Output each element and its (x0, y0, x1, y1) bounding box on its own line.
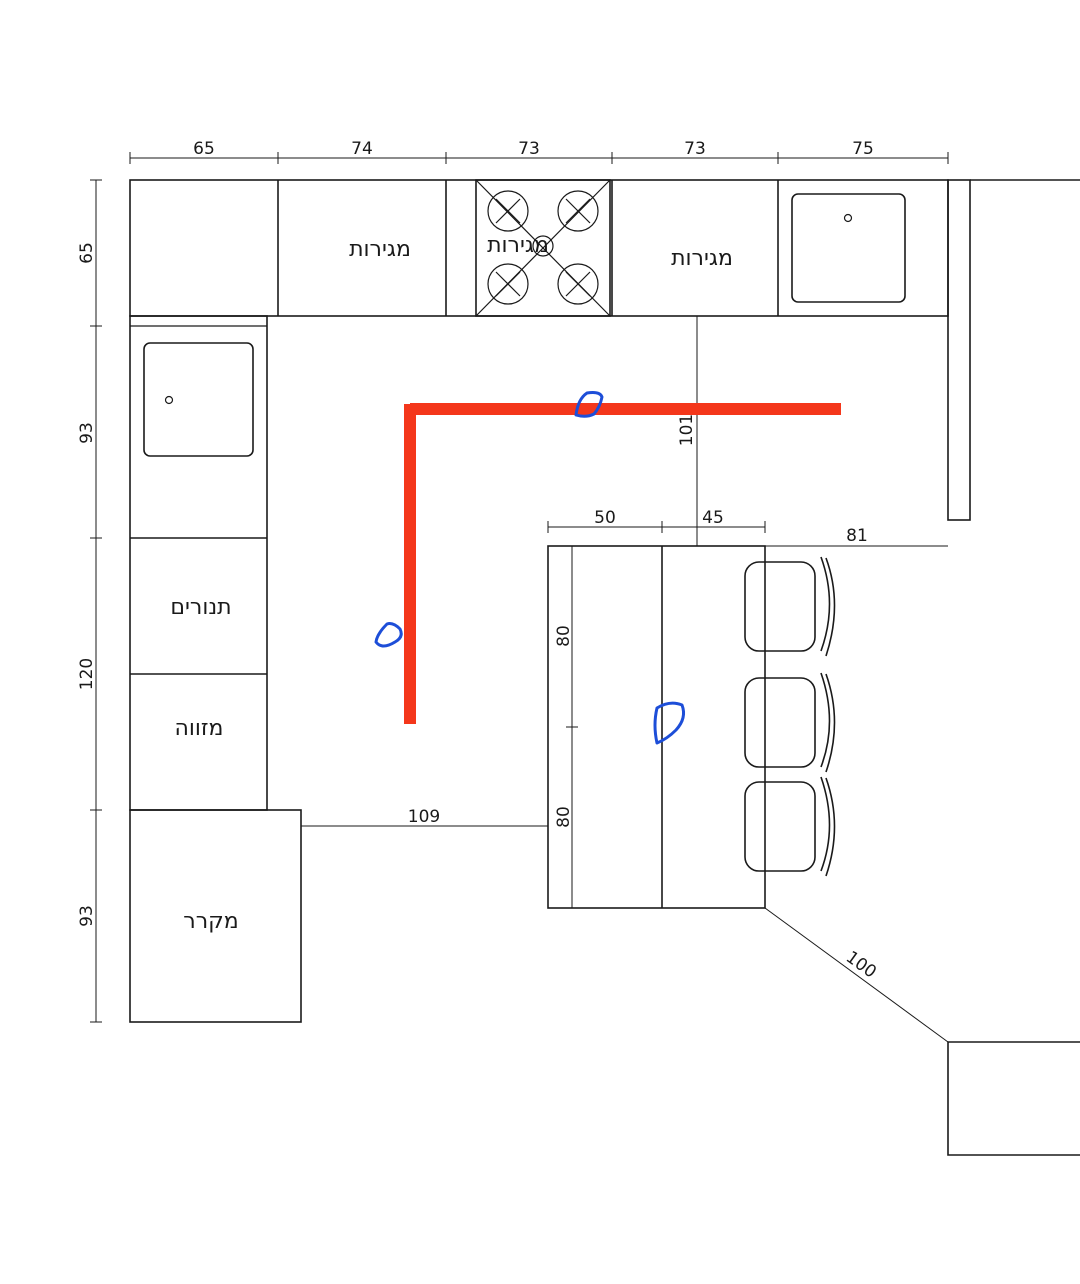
drawers-label-1: מגירות (349, 237, 411, 262)
left-counter: תנורים מזווה (129, 315, 268, 811)
left-dimension-chain: 65 93 120 93 (77, 179, 102, 1023)
dim-top-3: 73 (518, 139, 540, 159)
ovens-label: תנורים (170, 595, 231, 620)
dim-island-side-1: 80 (554, 625, 574, 647)
dim-gap-to-island: 101 (677, 414, 697, 446)
fridge-label: מקרר (183, 909, 238, 934)
dim-fridge-to-island: 109 (408, 807, 440, 827)
dim-left-2: 93 (77, 422, 97, 444)
blue-scribble-left (374, 622, 403, 648)
dim-top-2: 74 (351, 139, 373, 159)
top-sink (791, 193, 906, 303)
dim-top-1: 65 (193, 139, 215, 159)
center-burner (532, 235, 554, 257)
cooktop: מגירות (475, 179, 611, 317)
blue-scribble-top (574, 391, 604, 418)
drawers-label-3: מגירות (671, 246, 733, 271)
burner (557, 263, 599, 305)
top-dimension-chain: 65 74 73 73 75 (129, 139, 949, 164)
dim-top-5: 75 (852, 139, 874, 159)
island-dimensions: 101 50 45 81 80 80 109 100 (301, 316, 949, 1043)
dim-island-top-2: 45 (702, 508, 724, 528)
dim-island-side-2: 80 (554, 806, 574, 828)
fridge: מקרר (129, 809, 302, 1023)
bar-stool (744, 556, 836, 657)
left-sink (143, 342, 254, 457)
dim-island-to-wall: 81 (846, 526, 868, 546)
bar-stool (744, 776, 836, 877)
bar-stool (744, 672, 836, 773)
blue-scribble-island (653, 701, 685, 745)
dim-top-4: 73 (684, 139, 706, 159)
pantry-label: מזווה (175, 716, 224, 741)
red-l-marker (404, 403, 841, 724)
right-wall (947, 179, 1080, 521)
burner (487, 263, 529, 305)
burner (557, 190, 599, 232)
drawers-label-2: מגירות (487, 233, 549, 258)
dim-diagonal: 100 (842, 947, 880, 982)
dim-left-1: 65 (77, 242, 97, 264)
dim-left-3: 120 (77, 658, 97, 690)
burner (487, 190, 529, 232)
dim-left-4: 93 (77, 905, 97, 927)
bottom-right-block (947, 1041, 1080, 1156)
dim-island-top-1: 50 (594, 508, 616, 528)
island (547, 545, 766, 909)
